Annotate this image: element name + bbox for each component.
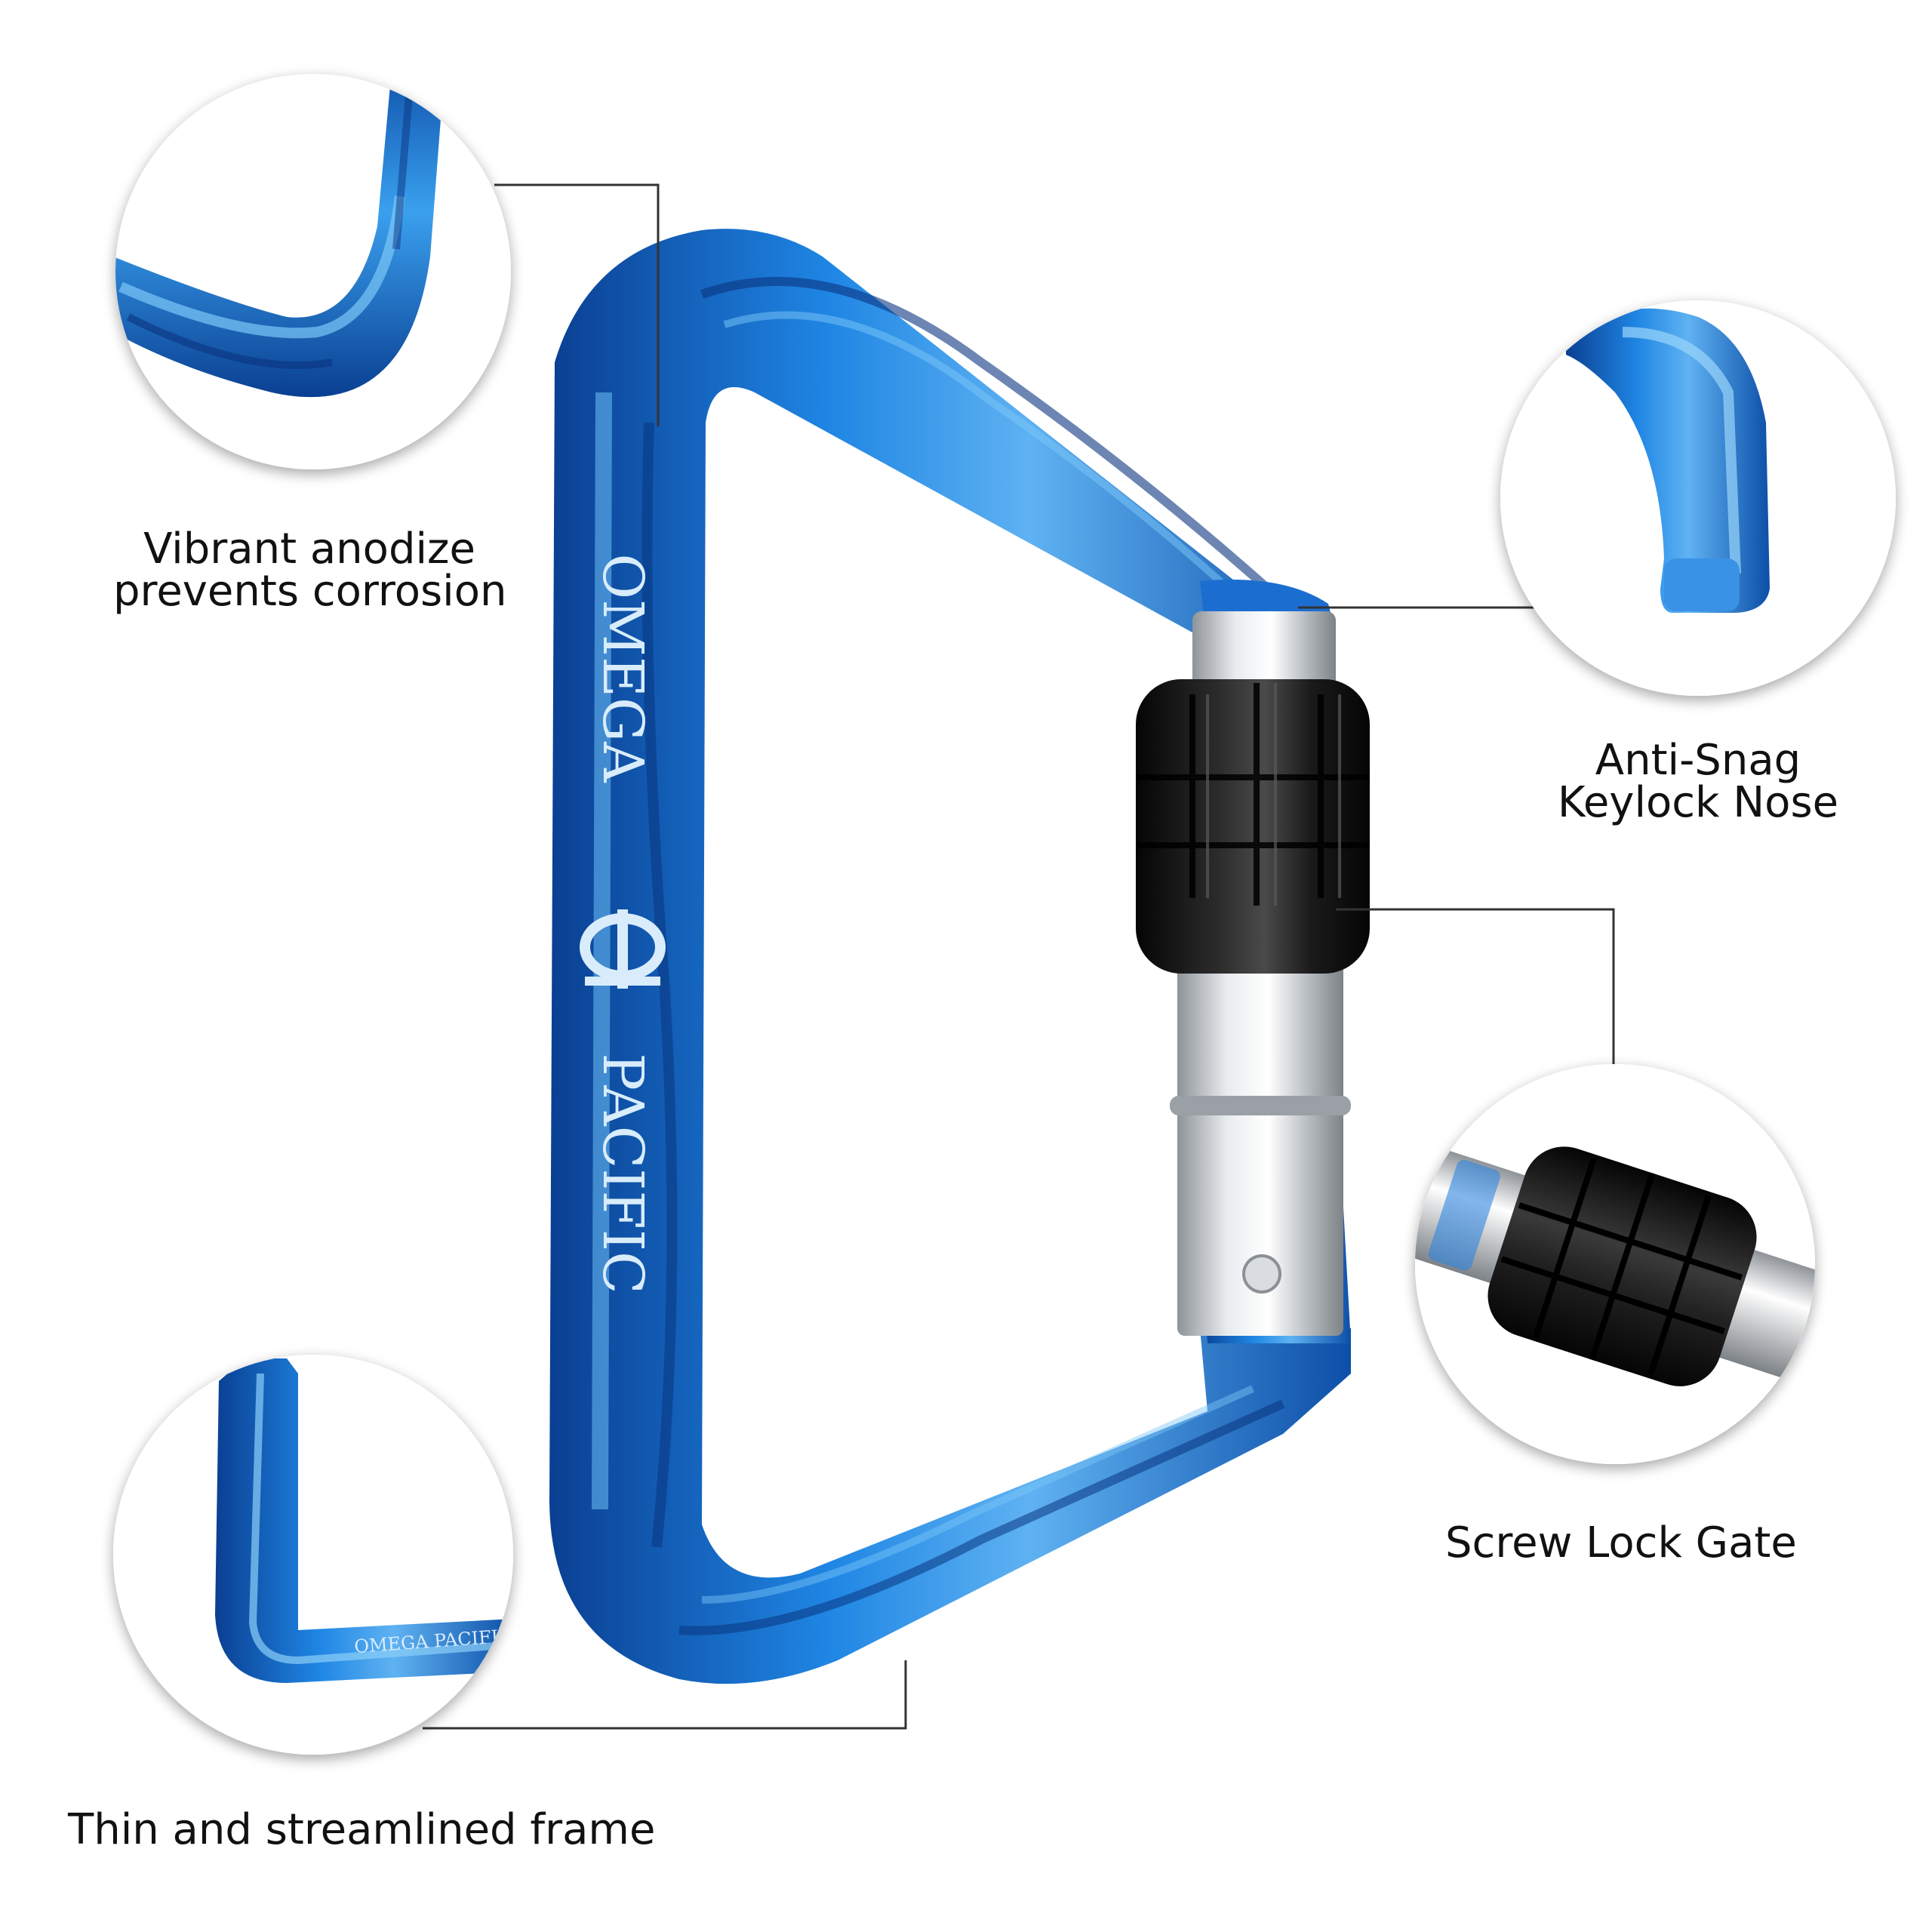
frame-outer <box>549 229 1351 1684</box>
callout-anodize-line1: Vibrant anodize <box>143 525 475 574</box>
detail-circle-screwlock <box>1415 1064 1815 1464</box>
locking-sleeve <box>1136 679 1370 974</box>
brand-name-top: OMEGA <box>590 553 655 783</box>
omega-pacific-logo-icon <box>580 909 666 989</box>
callout-anodize: Vibrant anodize prevents corrosion <box>113 528 506 613</box>
detail-circle-frame: OMEGA PACIFIC <box>113 1355 513 1755</box>
detail-circle-keylock <box>1500 300 1896 696</box>
brand-name-bottom: PACIFIC <box>590 1053 655 1294</box>
callout-frame: Thin and streamlined frame <box>68 1805 656 1854</box>
callout-keylock-line2: Keylock Nose <box>1557 778 1839 827</box>
leader-frame <box>423 1660 907 1730</box>
gate-ring <box>1170 1096 1351 1115</box>
callout-keylock-line1: Anti-Snag <box>1595 736 1801 785</box>
detail-circle-anodize <box>115 74 511 469</box>
gate-lower-shaft <box>1177 958 1343 1336</box>
spine-branding: OMEGA PACIFIC <box>580 553 666 1294</box>
leader-screwlock <box>1336 908 1615 1075</box>
callout-keylock: Anti-Snag Keylock Nose <box>1547 740 1849 824</box>
callout-screwlock: Screw Lock Gate <box>1445 1518 1797 1567</box>
leader-lines <box>423 183 1615 1730</box>
screw-gate <box>1136 611 1370 1336</box>
gate-upper-shaft <box>1192 611 1336 694</box>
leader-anodize <box>494 183 660 426</box>
callout-anodize-line2: prevents corrosion <box>113 567 507 616</box>
gate-rivet <box>1242 1254 1281 1294</box>
